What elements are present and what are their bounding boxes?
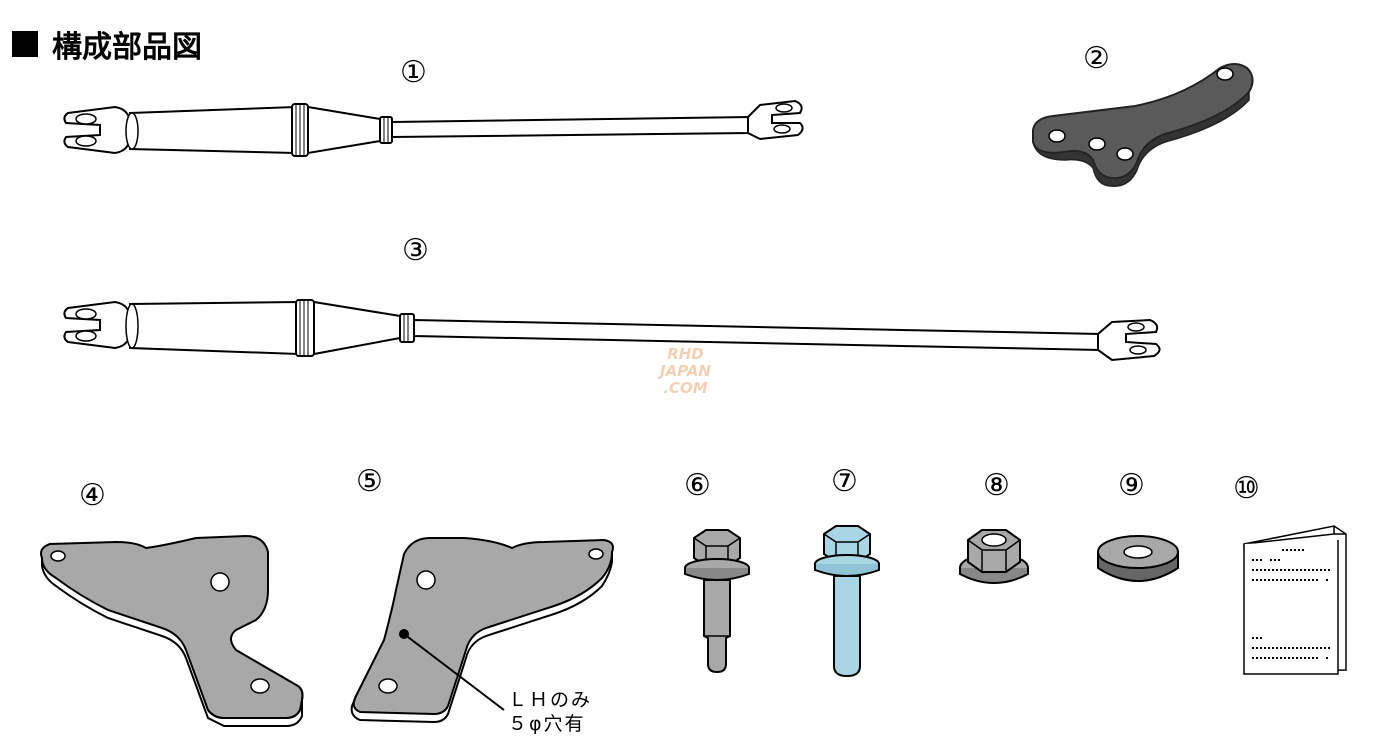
page-title: 構成部品図 [12,22,202,66]
part-number-7: ⑦ [831,464,858,499]
plate-right [350,537,614,724]
washer [1097,535,1179,582]
part-number-8: ⑧ [983,468,1010,503]
flange-nut [959,529,1029,584]
part-number-1: ① [400,55,427,90]
bolt-blue [814,525,880,678]
part-number-9: ⑨ [1118,468,1145,503]
instruction-sheet [1243,525,1347,675]
part-number-5: ⑤ [356,464,383,499]
page-title-text: 構成部品図 [52,30,202,65]
plate-note: ＬＨのみ ５φ穴有 [508,688,592,736]
watermark-line-2: JAPAN [660,362,711,380]
watermark-line-3: .COM [663,379,708,397]
part-number-6: ⑥ [684,468,711,503]
watermark-logo: RHD JAPAN .COM [660,346,711,397]
plate-left [40,534,304,727]
part-number-2: ② [1083,41,1110,76]
part-number-3: ③ [402,233,429,268]
square-icon [12,31,38,57]
part-number-10: ⑩ [1233,471,1260,506]
part-number-4: ④ [79,478,106,513]
strut-bar-long [63,299,1161,362]
watermark-line-1: RHD [667,345,704,363]
plate-note-line-2: ５φ穴有 [508,713,586,735]
bolt-grey [684,529,750,674]
strut-bar-short [63,99,804,157]
dark-bracket [1032,63,1254,187]
plate-note-line-1: ＬＨのみ [508,689,593,711]
